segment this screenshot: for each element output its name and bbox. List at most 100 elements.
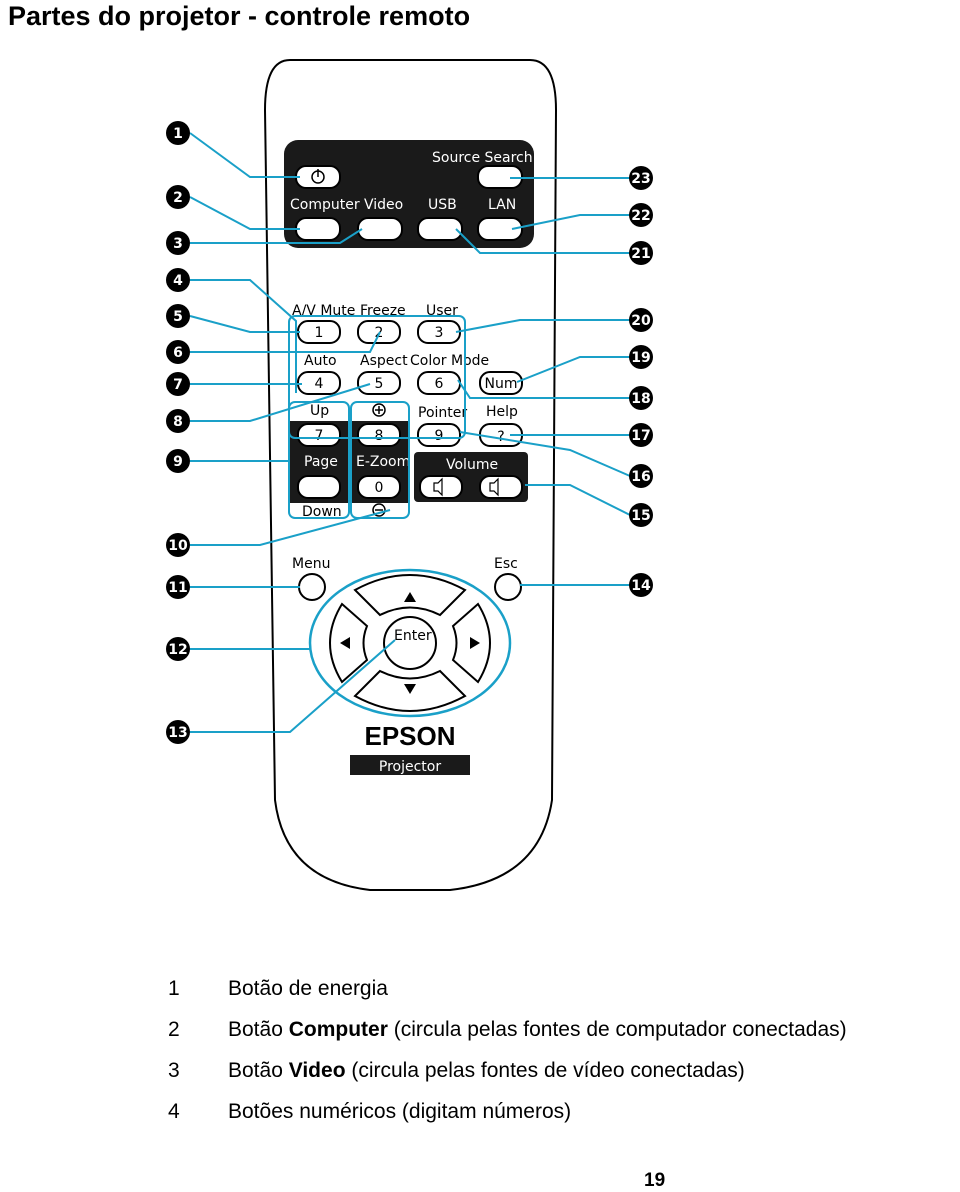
enter-label: Enter [394, 628, 432, 644]
model-label: Projector [379, 759, 441, 775]
num-button [479, 371, 523, 395]
callout-15: 15 [629, 503, 653, 527]
button-label: 21 [631, 246, 650, 262]
esc-button [494, 573, 522, 601]
legend-item: 3 Botão Video (circula pelas fontes de v… [168, 1050, 847, 1091]
button-label: 23 [631, 171, 650, 187]
page-down-button [297, 475, 341, 499]
legend-item: 2 Botão Computer (circula pelas fontes d… [168, 1009, 847, 1050]
button-label: 10 [168, 538, 188, 554]
legend-number: 2 [168, 1018, 180, 1041]
callout-markers: 1 2 3 4 5 6 7 8 9 10 11 12 13 14 15 16 1… [166, 121, 653, 744]
callout-14: 14 [629, 573, 653, 597]
button-label: 13 [168, 725, 187, 741]
callout-3: 3 [166, 231, 190, 255]
callout-7: 7 [166, 372, 190, 396]
button-label: 6 [173, 345, 183, 361]
callout-2: 2 [166, 185, 190, 209]
remote-diagram: Source Search Computer Video USB LAN A/V… [166, 59, 653, 891]
page-title: Partes do projetor - controle remoto [8, 1, 471, 31]
button-label: 4 [315, 376, 324, 392]
callout-11: 11 [166, 575, 190, 599]
button-label: 8 [173, 414, 183, 430]
callout-9: 9 [166, 449, 190, 473]
button-label: 12 [168, 642, 187, 658]
volume-label: Volume [446, 457, 498, 473]
source-search-label: Source Search [432, 150, 533, 166]
arrow-down-icon [404, 684, 416, 694]
e-zoom-label: E-Zoom [356, 454, 410, 470]
button-label: 20 [631, 313, 651, 329]
callout-19: 19 [629, 345, 653, 369]
button-label: 1 [173, 126, 183, 142]
usb-label: USB [428, 197, 457, 213]
callout-8: 8 [166, 409, 190, 433]
legend-text: Botão Video (circula pelas fontes de víd… [228, 1059, 745, 1082]
button-label: 7 [173, 377, 183, 393]
key-5 [357, 371, 401, 395]
top-panel [284, 140, 534, 248]
lan-button [477, 217, 523, 241]
button-label: 5 [173, 309, 183, 325]
button-label: 1 [315, 325, 324, 341]
aspect-label: Aspect [360, 353, 408, 369]
help-question: ? [497, 429, 504, 445]
button-label: 17 [631, 428, 650, 444]
menu-label: Menu [292, 556, 330, 572]
callout-1: 1 [166, 121, 190, 145]
callout-23: 23 [629, 166, 653, 190]
callout-6: 6 [166, 340, 190, 364]
volume-up-button [479, 475, 523, 499]
computer-button [295, 217, 341, 241]
button-label: 19 [631, 350, 650, 366]
menu-button [298, 573, 326, 601]
button-label: 5 [375, 376, 384, 392]
callout-22: 22 [629, 203, 653, 227]
callout-12: 12 [166, 637, 190, 661]
arrow-right-icon [470, 637, 480, 649]
legend-item: 1 Botão de energia [168, 968, 847, 1009]
usb-button [417, 217, 463, 241]
auto-label: Auto [304, 353, 337, 369]
color-mode-label: Color Mode [410, 353, 489, 369]
button-label: 4 [173, 273, 183, 289]
legend-list: 1 Botão de energia 2 Botão Computer (cir… [168, 968, 847, 1132]
button-label: 9 [435, 428, 444, 444]
down-label: Down [302, 504, 342, 520]
esc-label: Esc [494, 556, 518, 572]
legend-number: 1 [168, 977, 180, 1000]
legend-number: 4 [168, 1100, 180, 1123]
lan-label: LAN [488, 197, 516, 213]
button-label: 14 [631, 578, 651, 594]
speaker-low-icon [433, 477, 443, 497]
key-8 [357, 423, 401, 447]
legend-text: Botão Computer (circula pelas fontes de … [228, 1018, 847, 1041]
page-number: 19 [644, 1170, 666, 1191]
epson-logo: EPSON [364, 721, 455, 751]
button-label: 3 [173, 236, 183, 252]
button-label: 3 [435, 325, 444, 341]
zoom-out-icon [372, 503, 386, 517]
button-label: 6 [435, 376, 444, 392]
legend-text: Botão de energia [228, 977, 388, 1000]
callout-4: 4 [166, 268, 190, 292]
key-0 [357, 475, 401, 499]
arrow-up-icon [404, 592, 416, 602]
speaker-high-icon [489, 477, 499, 497]
video-label: Video [364, 197, 403, 213]
callout-21: 21 [629, 241, 653, 265]
callout-17: 17 [629, 423, 653, 447]
button-label: 11 [168, 580, 187, 596]
button-label: 7 [315, 428, 324, 444]
up-label: Up [310, 403, 329, 419]
callout-16: 16 [629, 464, 653, 488]
num-label: Num [485, 376, 518, 392]
model-badge [350, 755, 470, 775]
button-label: 8 [375, 428, 384, 444]
enter-button [383, 616, 437, 670]
legend-text: Botões numéricos (digitam números) [228, 1100, 572, 1123]
key-7 [297, 423, 341, 447]
computer-label: Computer [290, 197, 360, 213]
page-label: Page [304, 454, 338, 470]
legend-item: 4 Botões numéricos (digitam números) [168, 1091, 847, 1132]
